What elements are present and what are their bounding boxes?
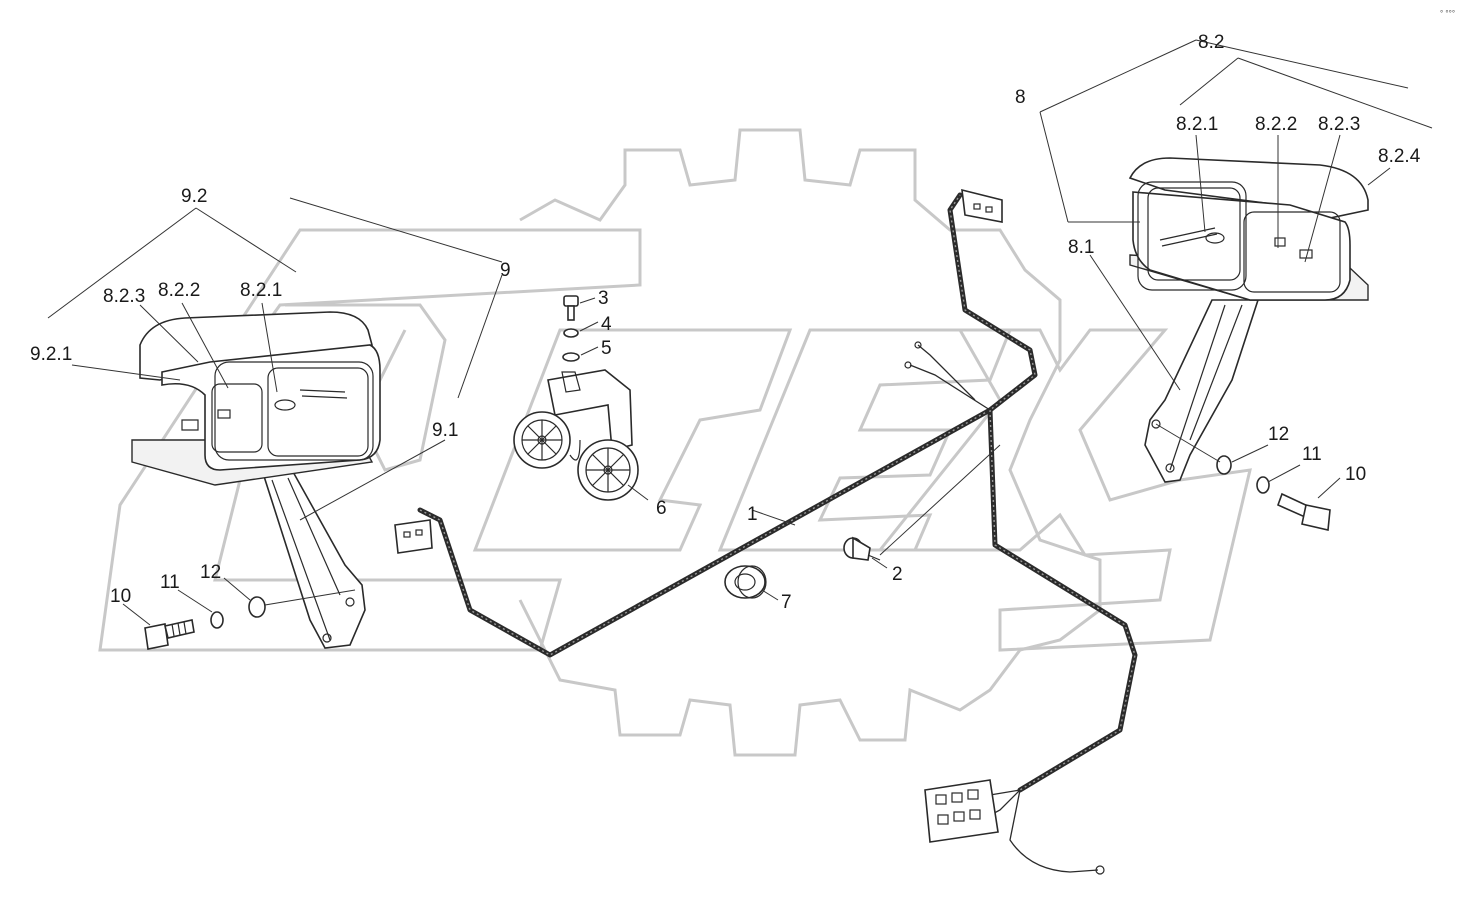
connector-left: [394, 519, 433, 554]
connector-main: [924, 779, 999, 843]
label-grommet-7: 7: [781, 592, 792, 613]
left-washer-spring: [210, 611, 224, 629]
plug-part-2: [843, 536, 881, 561]
right-washer-flat: [1216, 455, 1232, 475]
label-right-washer-12: 12: [1268, 424, 1289, 445]
label-left-8-2-1: 8.2.1: [240, 280, 282, 301]
label-bolt-3: 3: [598, 288, 609, 309]
label-bracket-8-1: 8.1: [1068, 237, 1094, 258]
label-headlamp-9-2: 9.2: [181, 186, 207, 207]
label-right-bolt-10: 10: [1345, 464, 1366, 485]
leader-lines: [47, 39, 1433, 626]
label-left-washer-11: 11: [160, 572, 180, 593]
label-right-8-2-2: 8.2.2: [1255, 114, 1297, 135]
right-bolt: [1276, 492, 1331, 531]
right-headlamp-assembly: [1128, 157, 1369, 483]
left-bolt: [144, 619, 195, 650]
horn-bolt: [563, 295, 579, 321]
left-lamp-bracket: [260, 469, 366, 649]
label-washer-4: 4: [601, 314, 612, 335]
right-lamp-bracket: [1144, 299, 1260, 483]
label-right-8-2-3: 8.2.3: [1318, 114, 1360, 135]
right-washer-spring: [1256, 476, 1270, 494]
label-plug-2: 2: [892, 564, 903, 585]
watermark-gear: [518, 128, 1102, 757]
label-horn-6: 6: [656, 498, 667, 519]
horn-washer-spring: [563, 328, 579, 338]
label-9-2-1: 9.2.1: [30, 344, 72, 365]
label-left-washer-12: 12: [200, 562, 221, 583]
horn-assembly: [513, 369, 639, 501]
left-lamp-hood: [139, 311, 374, 381]
corner-mark: ° °°°: [1440, 9, 1455, 18]
right-lamp-hood: [1128, 157, 1369, 219]
wiring-harness: [417, 192, 1138, 875]
connector-top: [961, 188, 1003, 223]
grommet-part-7: [724, 565, 767, 599]
label-assembly-8: 8: [1015, 87, 1026, 108]
label-harness-1: 1: [747, 504, 758, 525]
label-washer-5: 5: [601, 338, 612, 359]
label-left-8-2-2: 8.2.2: [158, 280, 200, 301]
label-right-8-2-1: 8.2.1: [1176, 114, 1218, 135]
label-left-bolt-10: 10: [110, 586, 131, 607]
left-washer-flat: [248, 596, 266, 618]
left-headlamp-assembly: [131, 311, 381, 649]
label-headlamp-8-2: 8.2: [1198, 32, 1224, 53]
part-labels: 1 2 3 4 5 6 7 8 8.1 8.2 8.2.1 8.2.2 8.2.…: [30, 32, 1421, 613]
label-8-2-4: 8.2.4: [1378, 146, 1421, 167]
label-bracket-9-1: 9.1: [432, 420, 458, 441]
label-left-8-2-3: 8.2.3: [103, 286, 145, 307]
label-assembly-9: 9: [500, 260, 511, 281]
label-right-washer-11: 11: [1302, 444, 1322, 465]
horn-washer-flat: [562, 352, 580, 362]
